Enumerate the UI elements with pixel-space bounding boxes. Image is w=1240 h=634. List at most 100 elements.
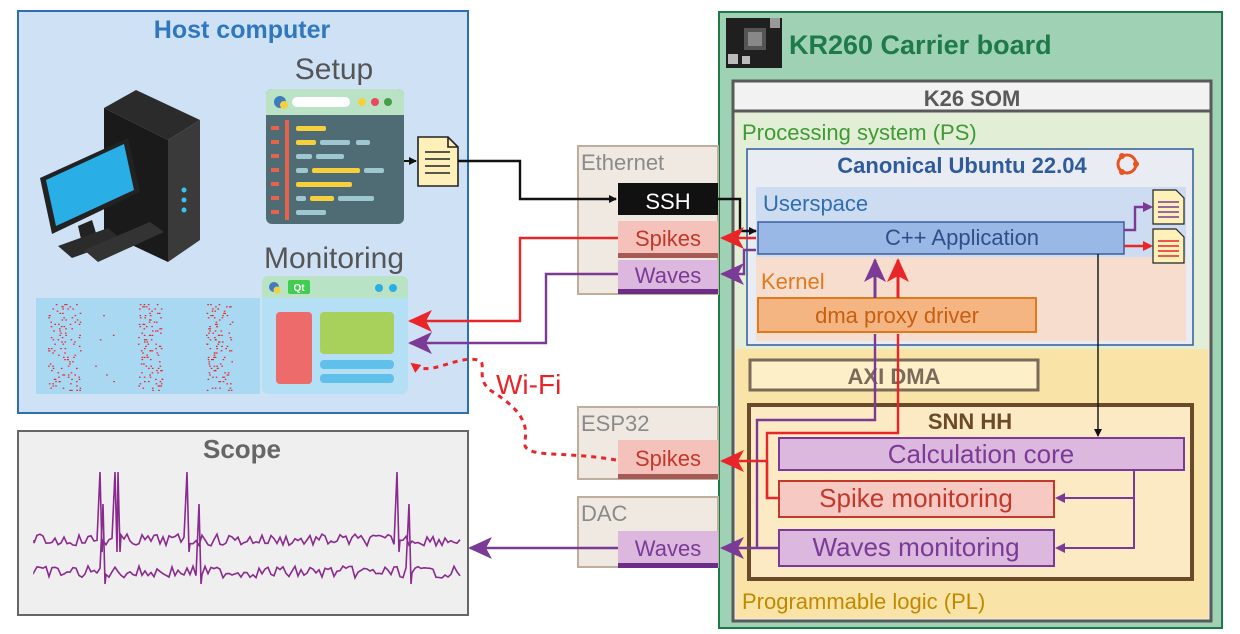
raster-dot — [58, 354, 60, 356]
raster-dot — [144, 315, 147, 317]
raster-dot — [217, 308, 219, 310]
raster-dot — [139, 326, 142, 328]
raster-dot — [78, 323, 81, 325]
raster-dot — [146, 354, 148, 356]
raster-dot — [48, 317, 50, 319]
raster-dot — [48, 383, 51, 385]
raster-dot — [161, 378, 164, 380]
raster-dot — [230, 389, 233, 391]
raster-dot — [52, 365, 54, 367]
raster-dot — [144, 341, 146, 343]
raster-dot — [143, 304, 146, 306]
raster-dot — [220, 330, 223, 332]
ethernet-waves-to-host — [408, 272, 618, 354]
raster-dot — [76, 367, 78, 369]
raster-dot — [207, 304, 209, 306]
raster-dot — [222, 341, 224, 343]
raster-dot — [64, 341, 67, 343]
raster-dot — [229, 350, 231, 352]
ps-title: Processing system (PS) — [742, 120, 977, 145]
raster-dot — [61, 337, 64, 339]
raster-dot — [65, 334, 67, 336]
setup-editor-window — [266, 89, 404, 224]
raster-dot — [139, 304, 142, 306]
scope-trace-upper — [33, 471, 461, 553]
raster-dot — [158, 389, 160, 391]
userspace-title: Userspace — [763, 191, 868, 216]
raster-dot — [230, 383, 232, 385]
raster-dot — [59, 330, 61, 332]
raster-dot — [157, 330, 159, 332]
raster-dot — [155, 378, 157, 380]
ethernet-waves-label: Waves — [635, 263, 701, 288]
raster-dot — [230, 350, 233, 352]
raster-dot — [157, 354, 160, 356]
raster-dot — [158, 312, 161, 314]
raster-dot — [223, 310, 226, 312]
raster-dot — [50, 348, 53, 350]
raster-dot — [53, 378, 56, 380]
raster-dot — [64, 304, 66, 306]
raster-dot — [63, 374, 66, 376]
raster-dot — [74, 315, 77, 317]
raster-dot — [217, 334, 220, 336]
raster-dot — [79, 321, 82, 323]
raster-dot — [220, 350, 223, 352]
kr260-board: KR260 Carrier board K26 SOM Processing s… — [718, 11, 1223, 629]
raster-dot — [206, 312, 209, 314]
raster-dot — [60, 348, 62, 350]
raster-dot — [160, 383, 163, 385]
raster-dot — [151, 334, 154, 336]
raster-dot — [95, 365, 97, 367]
raster-dot — [218, 341, 220, 343]
raster-dot — [67, 365, 70, 367]
raster-dot — [55, 304, 58, 306]
raster-dot — [142, 323, 144, 325]
raster-dot — [141, 332, 143, 334]
raster-dot — [79, 389, 81, 391]
raster-dot — [142, 352, 144, 354]
raster-dot — [142, 306, 144, 308]
raster-dot — [158, 345, 161, 347]
raster-dot — [217, 343, 220, 345]
raster-dot — [155, 348, 157, 350]
raster-dot — [48, 350, 51, 352]
raster-dot — [56, 310, 59, 312]
raster-dot — [79, 312, 82, 314]
raster-dot — [58, 376, 60, 378]
axi-dma-label: AXI DMA — [848, 364, 941, 389]
raster-dot — [160, 370, 162, 372]
raster-dot — [141, 356, 144, 358]
ethernet-spikes-label: Spikes — [635, 226, 701, 251]
ubuntu-title: Canonical Ubuntu 22.04 — [837, 153, 1087, 178]
raster-dot — [70, 372, 73, 374]
raster-dot — [53, 350, 56, 352]
raster-dot — [156, 352, 159, 354]
waves-monitoring-box — [778, 529, 1055, 567]
scope-title: Scope — [203, 434, 281, 464]
raster-dot — [208, 372, 211, 374]
raster-dot — [145, 306, 148, 308]
raster-dot — [218, 334, 221, 336]
raster-dot — [206, 389, 209, 391]
raster-dot — [151, 350, 154, 352]
esp32-spikes-label: Spikes — [635, 446, 701, 471]
raster-dot — [57, 372, 60, 374]
raster-dot — [209, 328, 212, 330]
raster-dot — [78, 337, 81, 339]
snn-hh-label: SNN HH — [928, 409, 1012, 434]
raster-dot — [155, 330, 157, 332]
raster-dot — [212, 308, 214, 310]
raster-dot — [138, 385, 140, 387]
raster-dot — [143, 328, 146, 330]
app-to-waves-file — [1124, 202, 1153, 232]
raster-dot — [209, 348, 212, 350]
raster-dot — [64, 352, 66, 354]
qt-badge: Qt — [293, 283, 305, 294]
raster-dot — [67, 359, 69, 361]
raster-dot — [216, 345, 218, 347]
scope-panel: Scope — [17, 430, 469, 616]
raster-dot — [229, 387, 232, 389]
raster-dot — [216, 365, 218, 367]
raster-dot — [150, 319, 152, 321]
